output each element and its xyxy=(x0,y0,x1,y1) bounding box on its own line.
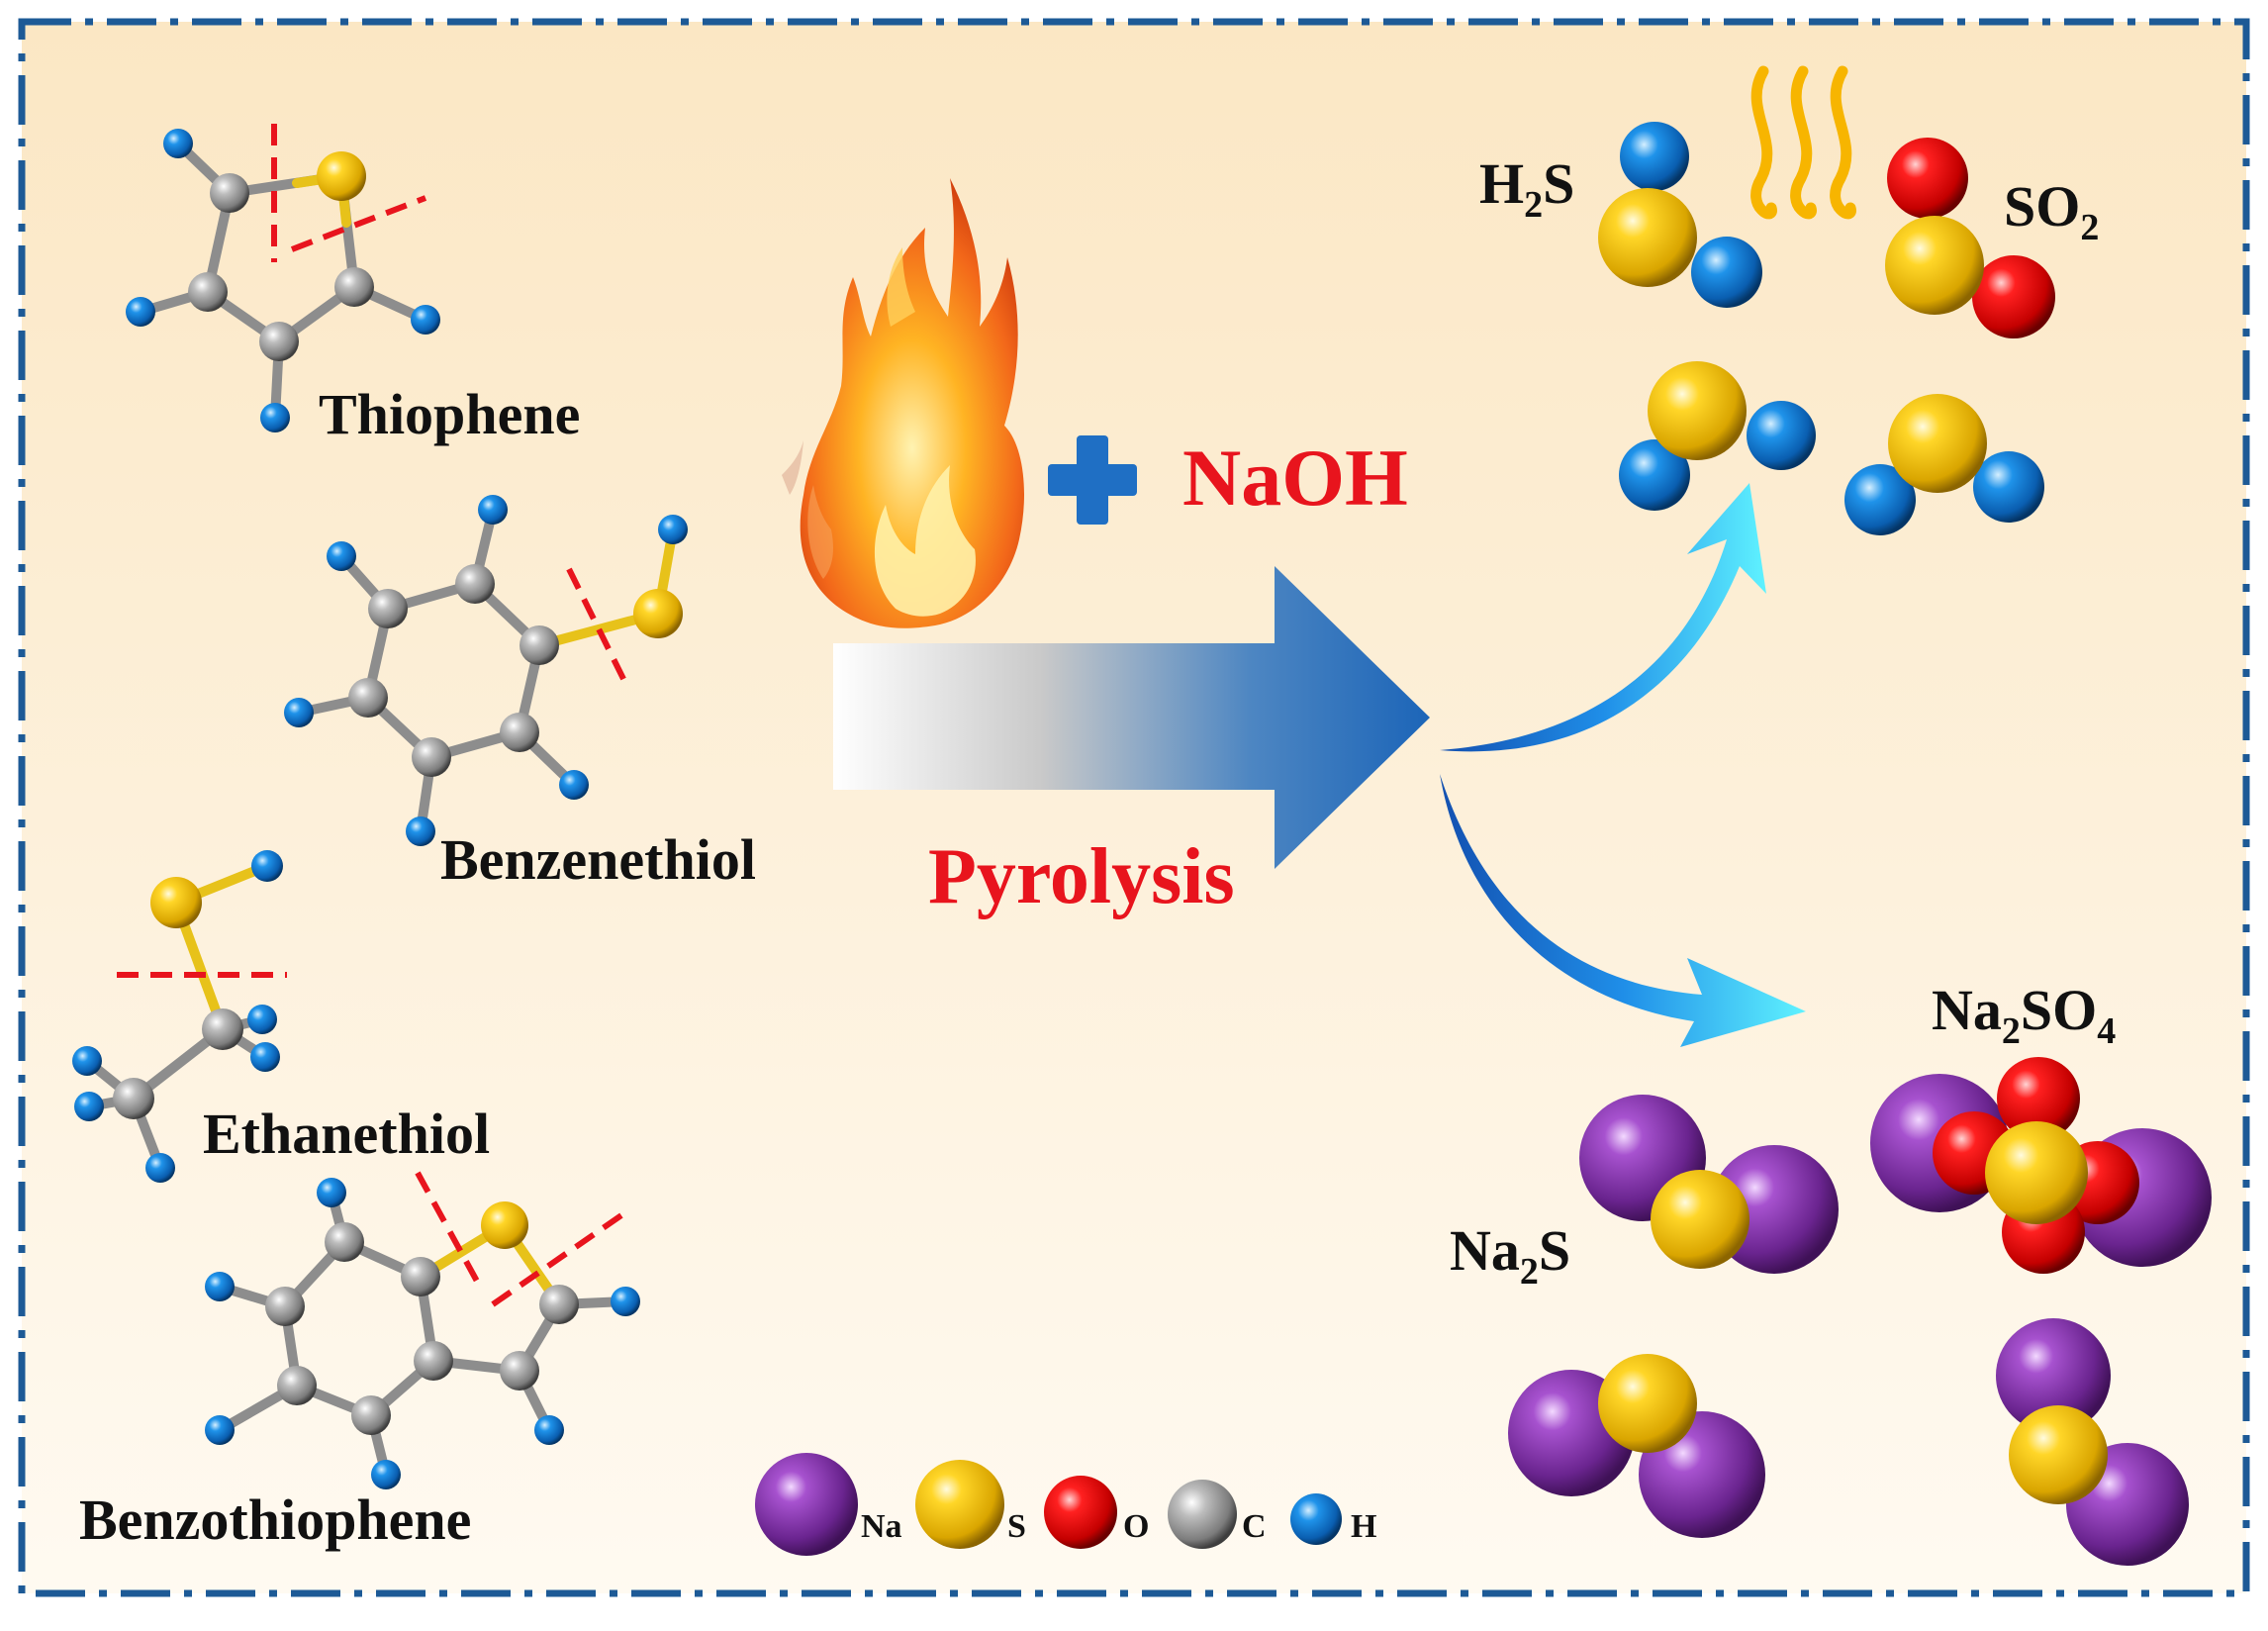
arrow-to-gas-products xyxy=(1440,483,1766,752)
plus-icon xyxy=(1048,435,1137,525)
label-so2: SO2 xyxy=(2004,174,2099,248)
label-pyrolysis: Pyrolysis xyxy=(928,833,1235,920)
legend-item-s: S xyxy=(915,1460,1026,1549)
na2s-molecule-bottom-left xyxy=(1508,1354,1765,1538)
label-naoh: NaOH xyxy=(1182,432,1408,523)
arrow-to-solid-products xyxy=(1440,774,1806,1047)
benzothiophene-molecule xyxy=(205,1171,640,1489)
background-panel xyxy=(22,22,2246,1593)
thiophene-cut-lines xyxy=(271,124,427,262)
legend-label-s: S xyxy=(1007,1508,1026,1545)
na2s-molecule-top xyxy=(1579,1095,1839,1274)
heat-waves-icon xyxy=(1750,65,1856,220)
label-benzenethiol: Benzenethiol xyxy=(440,827,756,892)
so2-molecule xyxy=(1885,138,2055,338)
label-h2s: H2S xyxy=(1479,151,1574,226)
h2s-molecule-right xyxy=(1844,394,2044,535)
benzenethiol-molecule xyxy=(284,495,688,846)
label-thiophene: Thiophene xyxy=(319,382,580,446)
legend-item-c: C xyxy=(1168,1480,1267,1549)
thiophene-molecule xyxy=(126,124,440,432)
benzenethiol-cut-line xyxy=(566,567,628,685)
ethanethiol-molecule xyxy=(72,850,287,1183)
flame-icon xyxy=(782,178,1024,628)
legend-swatch-s xyxy=(915,1460,1004,1549)
label-na2s: Na2S xyxy=(1450,1218,1570,1293)
h2s-molecule-mid xyxy=(1619,361,1816,511)
legend: Na S O C H xyxy=(755,1453,1376,1556)
legend-label-o: O xyxy=(1123,1508,1149,1545)
legend-item-na: Na xyxy=(755,1453,902,1556)
legend-swatch-na xyxy=(755,1453,858,1556)
h2s-molecule-top xyxy=(1598,122,1762,308)
main-arrow xyxy=(833,566,1430,869)
benzothiophene-cut-lines xyxy=(415,1171,623,1307)
legend-item-h: H xyxy=(1290,1493,1376,1545)
legend-label-c: C xyxy=(1242,1508,1267,1545)
legend-item-o: O xyxy=(1044,1476,1149,1549)
legend-label-h: H xyxy=(1351,1508,1376,1545)
label-benzothiophene: Benzothiophene xyxy=(79,1487,471,1552)
dash-dot-frame xyxy=(18,18,2250,1597)
na2so4-molecule xyxy=(1870,1057,2212,1274)
label-na2so4: Na2SO4 xyxy=(1932,978,2116,1052)
legend-swatch-c xyxy=(1168,1480,1237,1549)
legend-swatch-o xyxy=(1044,1476,1117,1549)
legend-label-na: Na xyxy=(861,1508,902,1545)
legend-swatch-h xyxy=(1290,1493,1342,1545)
na2s-molecule-bottom-right xyxy=(1996,1318,2189,1566)
label-ethanethiol: Ethanethiol xyxy=(203,1102,490,1166)
